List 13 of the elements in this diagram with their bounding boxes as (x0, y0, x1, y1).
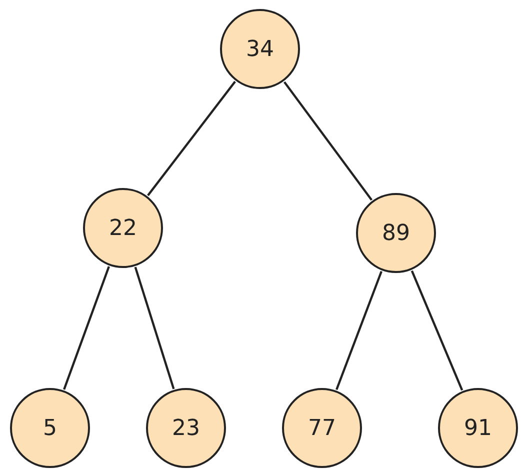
connector-line (147, 80, 236, 196)
node-value: 89 (382, 220, 410, 246)
node-value: 34 (246, 36, 274, 62)
connector-line (63, 266, 110, 390)
node-value: 22 (109, 216, 137, 240)
connector-line (336, 270, 382, 390)
connector-line (410, 270, 464, 391)
node-value: 91 (464, 416, 492, 440)
node-value: 23 (172, 416, 200, 440)
connector-line (134, 266, 175, 390)
node-value: 5 (43, 416, 57, 440)
node-value: 77 (308, 416, 336, 440)
connector-line (283, 81, 373, 201)
